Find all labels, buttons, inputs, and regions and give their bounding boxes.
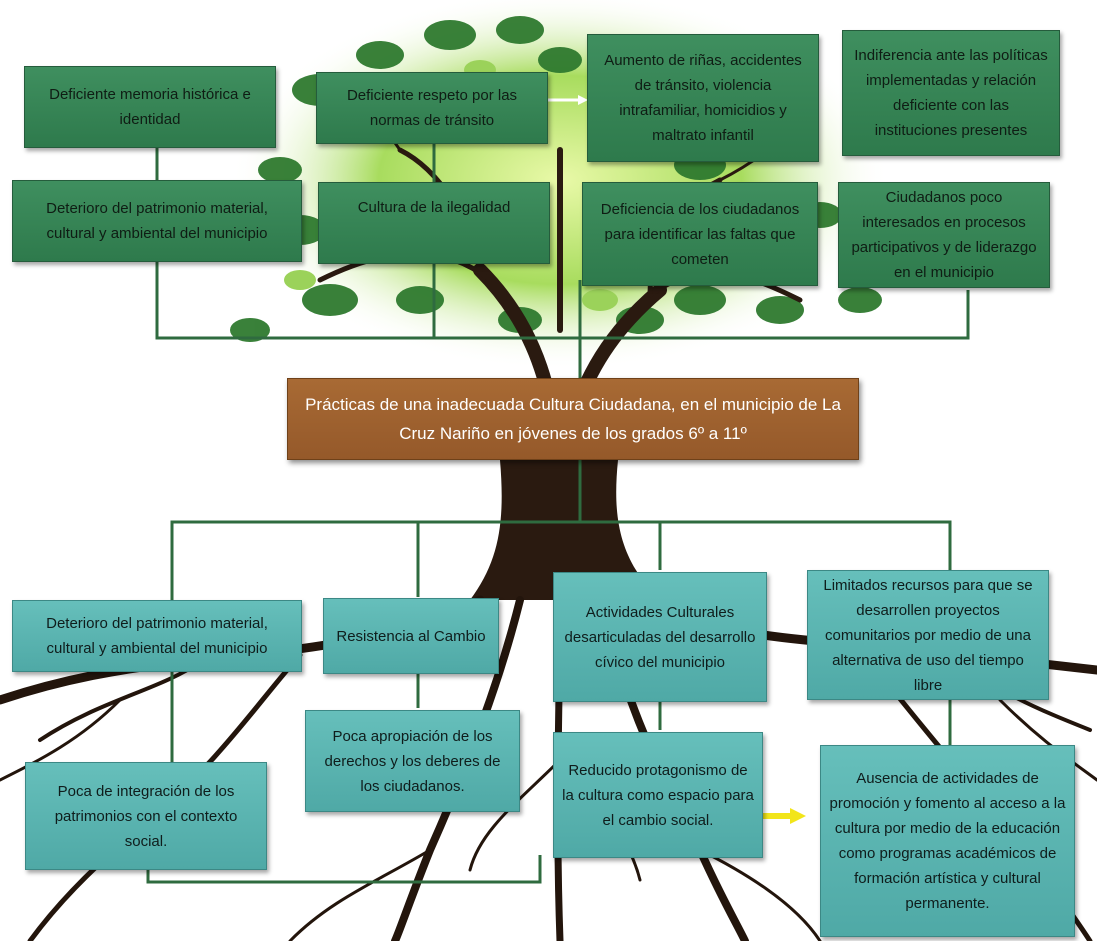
cause-box: Resistencia al Cambio bbox=[323, 598, 499, 674]
effect-text: Deficiencia de los ciudadanos para ident… bbox=[600, 200, 800, 268]
effect-box: Cultura de la ilegalidad bbox=[318, 182, 550, 264]
effect-text: Deficiente respeto por las normas de trá… bbox=[346, 87, 518, 129]
central-problem-text: Prácticas de una inadecuada Cultura Ciud… bbox=[305, 395, 841, 443]
cause-text: Deterioro del patrimonio material, cultu… bbox=[46, 615, 268, 657]
cause-text: Reducido protagonismo de la cultura como… bbox=[562, 761, 754, 829]
cause-text: Poca apropiación de los derechos y los d… bbox=[324, 727, 501, 795]
effect-box: Deterioro del patrimonio material, cultu… bbox=[12, 180, 302, 262]
cause-text: Poca de integración de los patrimonios c… bbox=[54, 782, 238, 850]
effect-box: Aumento de riñas, accidentes de tránsito… bbox=[587, 34, 819, 162]
cause-box: Reducido protagonismo de la cultura como… bbox=[553, 732, 763, 858]
cause-text: Limitados recursos para que se desarroll… bbox=[823, 576, 1033, 694]
effect-box: Deficiente respeto por las normas de trá… bbox=[316, 72, 548, 144]
effect-text: Deficiente memoria histórica e identidad bbox=[49, 86, 251, 128]
effect-box: Deficiente memoria histórica e identidad bbox=[24, 66, 276, 148]
cause-box: Ausencia de actividades de promoción y f… bbox=[820, 745, 1075, 937]
white-arrow bbox=[547, 95, 588, 105]
cause-text: Ausencia de actividades de promoción y f… bbox=[829, 770, 1066, 912]
effect-text: Aumento de riñas, accidentes de tránsito… bbox=[604, 52, 802, 144]
cause-box: Poca apropiación de los derechos y los d… bbox=[305, 710, 520, 812]
trunk bbox=[470, 460, 660, 600]
effect-box: Deficiencia de los ciudadanos para ident… bbox=[582, 182, 818, 286]
cause-box: Limitados recursos para que se desarroll… bbox=[807, 570, 1049, 700]
effect-text: Cultura de la ilegalidad bbox=[357, 199, 511, 216]
effect-box: Ciudadanos poco interesados en procesos … bbox=[838, 182, 1050, 288]
central-problem-box: Prácticas de una inadecuada Cultura Ciud… bbox=[287, 378, 859, 460]
cause-box: Poca de integración de los patrimonios c… bbox=[25, 762, 267, 870]
yellow-arrow bbox=[763, 808, 806, 824]
cause-text: Resistencia al Cambio bbox=[336, 627, 486, 645]
effect-text: Ciudadanos poco interesados en procesos … bbox=[851, 189, 1037, 281]
cause-text: Actividades Culturales desarticuladas de… bbox=[564, 603, 756, 671]
effect-box: Indiferencia ante las políticas implemen… bbox=[842, 30, 1060, 156]
effect-text: Indiferencia ante las políticas implemen… bbox=[854, 47, 1048, 139]
cause-box: Actividades Culturales desarticuladas de… bbox=[553, 572, 767, 702]
cause-box: Deterioro del patrimonio material, cultu… bbox=[12, 600, 302, 672]
effect-text: Deterioro del patrimonio material, cultu… bbox=[46, 200, 268, 242]
cause-connectors bbox=[146, 460, 952, 884]
